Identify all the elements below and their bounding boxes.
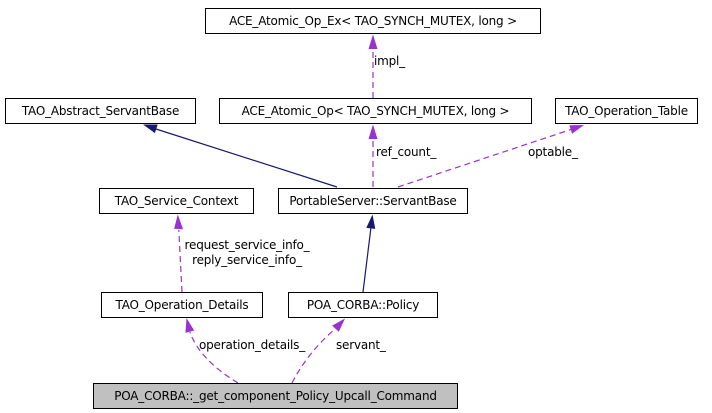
edge-servant-curve: [291, 328, 336, 384]
edge-optable-arrowhead: [569, 125, 584, 134]
edge-label-ref-count: ref_count_: [376, 145, 437, 159]
edge-label-request-service-info: request_service_info_: [184, 238, 310, 252]
edge-inherit-policy-arrowhead: [366, 214, 376, 229]
edge-inherit-servantbase-line: [155, 128, 338, 188]
edge-service-info-arrowhead: [174, 214, 184, 230]
node-portableserver-servantbase[interactable]: PortableServer::ServantBase: [278, 188, 468, 214]
node-tao-abstract-servantbase[interactable]: TAO_Abstract_ServantBase: [5, 98, 196, 124]
edge-label-optable: optable_: [528, 145, 578, 159]
node-poa-corba-policy[interactable]: POA_CORBA::Policy: [288, 292, 438, 318]
node-tao-service-context[interactable]: TAO_Service_Context: [99, 188, 254, 214]
edge-impl-arrowhead: [368, 34, 378, 49]
edge-label-reply-service-info: reply_service_info_: [192, 253, 302, 267]
edge-ref-count-arrowhead: [368, 124, 378, 139]
edge-inherit-policy-line: [362, 227, 372, 293]
node-tao-operation-table[interactable]: TAO_Operation_Table: [555, 98, 698, 124]
edge-label-operation-details: operation_details_: [199, 338, 305, 352]
node-main-get-component-policy-upcall-command: POA_CORBA::_get_component_Policy_Upcall_…: [93, 383, 458, 409]
edge-operation-details-arrowhead: [185, 318, 195, 333]
edge-label-impl: impl_: [374, 54, 405, 68]
edge-inherit-servantbase-arrowhead: [143, 124, 158, 134]
edge-service-info-line: [178, 229, 183, 293]
node-tao-operation-details[interactable]: TAO_Operation_Details: [101, 292, 263, 318]
node-ace-atomic-op-ex[interactable]: ACE_Atomic_Op_Ex< TAO_SYNCH_MUTEX, long …: [205, 8, 541, 34]
node-ace-atomic-op[interactable]: ACE_Atomic_Op< TAO_SYNCH_MUTEX, long >: [219, 98, 532, 124]
edge-label-servant: servant_: [336, 338, 386, 352]
edge-optable-line: [397, 128, 572, 188]
edge-label-service-info: request_service_info_ reply_service_info…: [179, 238, 315, 268]
edge-operation-details-curve: [189, 331, 239, 384]
edge-servant-arrowhead: [332, 318, 345, 332]
